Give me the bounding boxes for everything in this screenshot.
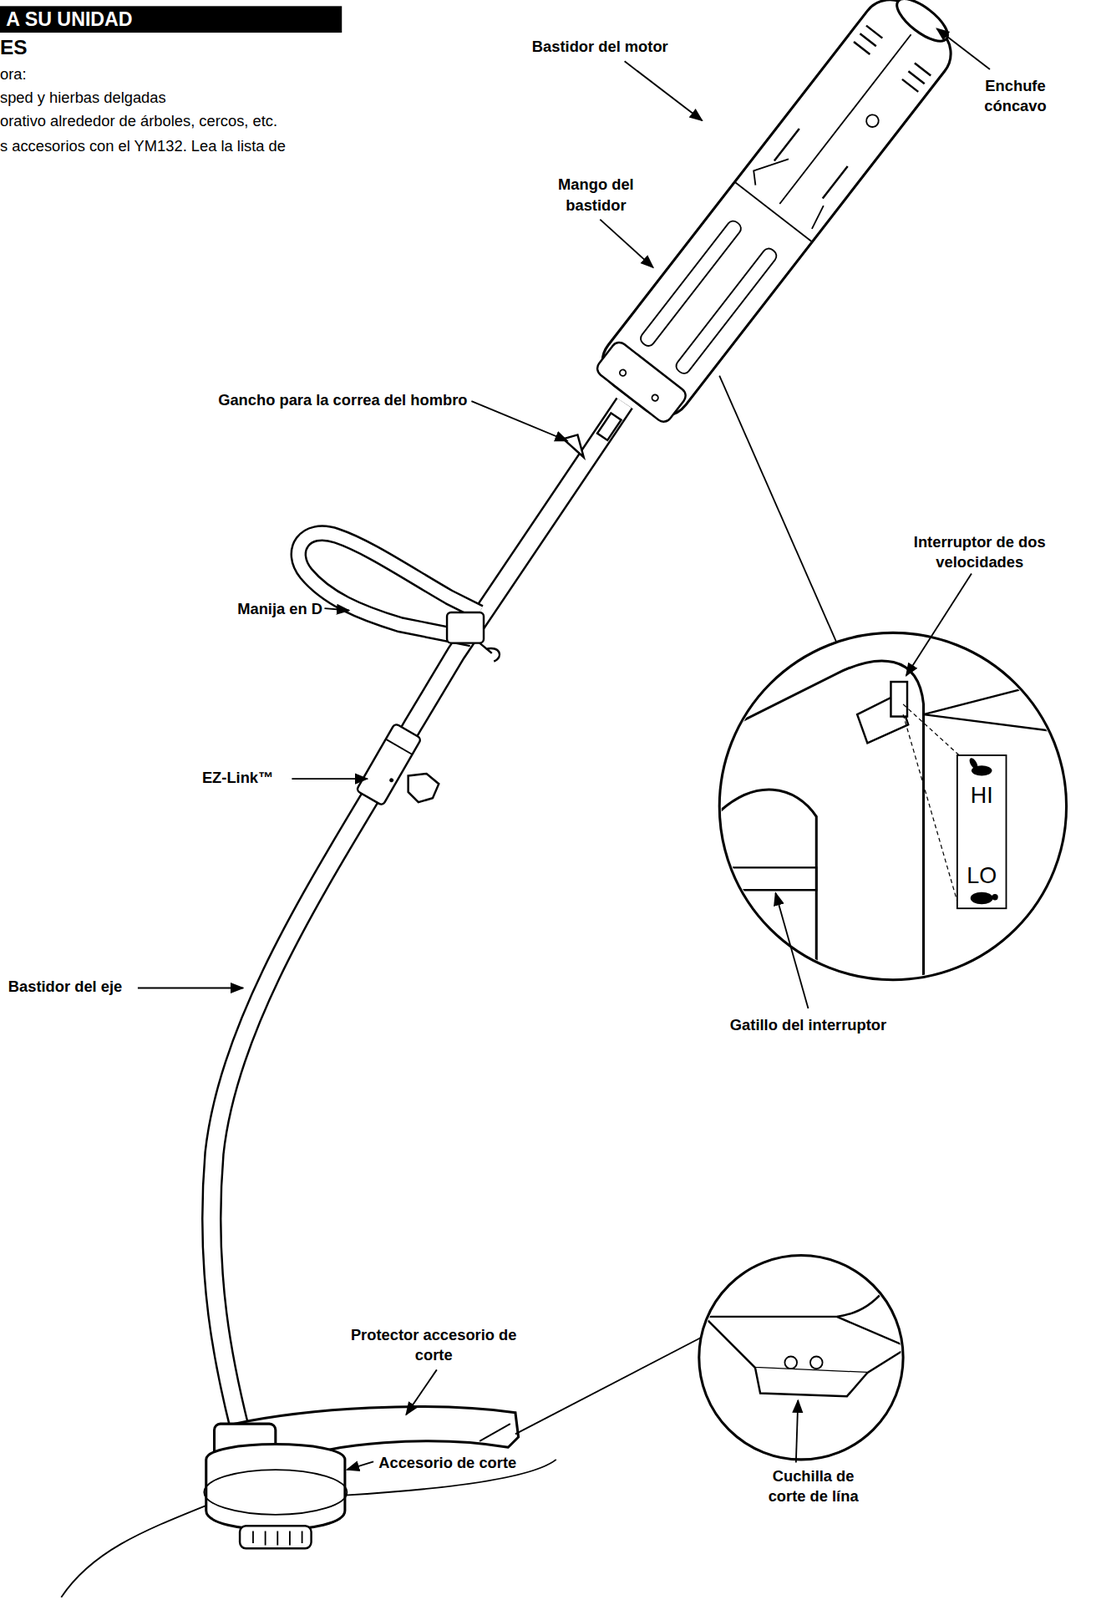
leader-lines: [137, 28, 990, 1470]
part-label: Bastidor del motor: [497, 36, 702, 57]
part-label: Manija en D: [193, 598, 323, 620]
heading: A SU UNIDAD: [5, 8, 132, 31]
switch-detail: [714, 375, 1082, 1001]
part-label: Gatillo del interruptor: [695, 1014, 921, 1035]
part-label: HI: [961, 781, 1003, 810]
cutting-head: [60, 1406, 556, 1598]
blade-detail: [515, 1255, 909, 1460]
part-label: ES: [0, 35, 82, 61]
strap-hook: [563, 434, 584, 457]
part-label: Cuchilla de corte de lína: [751, 1465, 875, 1507]
part-label: Gancho para la correa del hombro: [101, 390, 467, 411]
shaft: [211, 403, 625, 1430]
part-label: LO: [961, 861, 1003, 889]
coupler-knob: [408, 773, 440, 802]
part-label: ora:: [0, 64, 306, 85]
part-label: Interruptor de dos velocidades: [899, 531, 1060, 573]
part-label: EZ-Link™: [202, 767, 295, 788]
part-label: sped y hierbas delgadas: [0, 87, 337, 108]
part-label: Bastidor del eje: [8, 976, 142, 997]
d-handle: [298, 532, 500, 661]
part-label: Accesorio de corte: [378, 1451, 563, 1472]
part-label: s accesorios con el YM132. Lea la lista …: [0, 135, 347, 156]
motor-housing: [590, 0, 969, 428]
heading-band: [0, 5, 342, 33]
part-label: orativo alrededor de árboles, cercos, et…: [0, 111, 347, 132]
part-label: Protector accesorio de corte: [346, 1324, 521, 1366]
shaft-collar: [597, 412, 622, 441]
part-label: Enchufe cóncavo: [974, 75, 1057, 117]
part-label: Mango del bastidor: [548, 174, 643, 216]
